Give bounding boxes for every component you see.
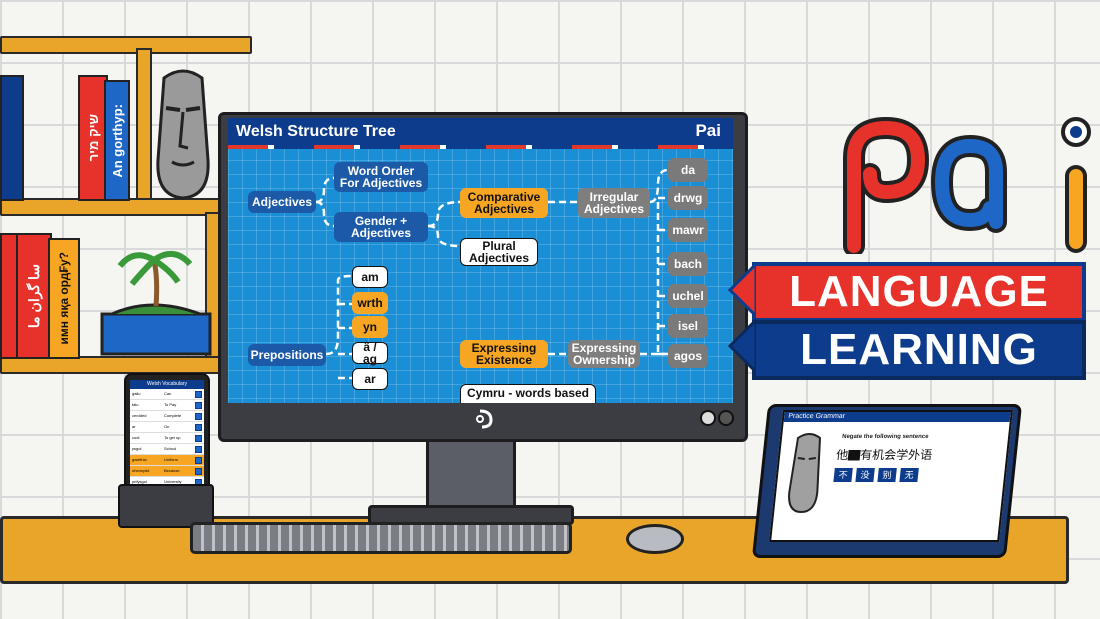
keyboard[interactable] <box>190 522 572 554</box>
preposition-chip[interactable]: ar <box>352 368 388 390</box>
monitor-logo-icon <box>476 409 493 429</box>
monitor-button[interactable] <box>718 410 734 426</box>
vocab-word: gweithio <box>132 457 147 462</box>
moai-statue-icon <box>156 69 210 200</box>
tablet-prompt: Negate the following sentence <box>841 434 929 440</box>
irregular-word-chip[interactable]: da <box>668 158 708 182</box>
checkbox-icon[interactable] <box>195 413 202 420</box>
tablet-screen: Practice Grammar Negate the following se… <box>769 410 1013 542</box>
logo-learning-banner: LEARNING <box>752 320 1086 380</box>
option-button[interactable]: 无 <box>899 468 919 482</box>
vocab-row[interactable]: cerdded Complete <box>130 411 204 422</box>
tablet-sentence: 他▇有机会学外语 <box>835 448 933 462</box>
book-cornish-title: An gorthyp: <box>109 103 125 178</box>
logo-learning-text: LEARNING <box>800 325 1038 374</box>
logo-language-banner: LANGUAGE <box>752 262 1086 322</box>
phone-title: Welsh Vocabulary <box>130 380 204 389</box>
node-irregular-adjectives[interactable]: Irregular Adjectives <box>578 188 650 218</box>
logo-language-text: LANGUAGE <box>789 267 1049 316</box>
node-plural-adjectives[interactable]: Plural Adjectives <box>460 238 538 266</box>
node-adjectives[interactable]: Adjectives <box>248 191 316 213</box>
vocab-word: oherwydd <box>132 468 150 473</box>
vocab-row[interactable]: oherwydd Because <box>130 466 204 477</box>
vocab-word: ar <box>132 424 136 429</box>
monitor-stand <box>426 436 516 514</box>
book-cornish: An gorthyp: <box>104 80 130 201</box>
vocab-row[interactable]: ysgol School <box>130 444 204 455</box>
preposition-chip[interactable]: yn <box>352 316 388 338</box>
checkbox-icon[interactable] <box>195 446 202 453</box>
node-gender-adjectives[interactable]: Gender + Adjectives <box>334 212 428 242</box>
moai-icon <box>788 433 822 514</box>
vocab-translation: Because <box>164 468 180 473</box>
node-cymru[interactable]: Cymru - words based <box>460 384 596 403</box>
preposition-chip[interactable]: wrth <box>352 292 388 314</box>
preposition-chip[interactable]: â / ag <box>352 341 388 365</box>
irregular-word-chip[interactable]: isel <box>668 314 708 338</box>
vocab-translation: University <box>164 479 182 484</box>
node-expressing-existence[interactable]: Expressing Existence <box>460 340 548 368</box>
pai-logo-icon <box>843 116 1091 254</box>
node-prepositions[interactable]: Prepositions <box>248 344 326 366</box>
irregular-word-chip[interactable]: drwg <box>668 186 708 210</box>
vocab-translation: Can <box>164 391 172 396</box>
screen-brand: Pai <box>695 121 721 140</box>
option-button[interactable]: 别 <box>877 468 897 482</box>
checkbox-icon[interactable] <box>195 457 202 464</box>
preposition-chip[interactable]: am <box>352 266 388 288</box>
node-comparative-adjectives[interactable]: Comparative Adjectives <box>460 188 548 218</box>
tablet-options: 不 没 别 无 <box>833 468 919 482</box>
irregular-word-chip[interactable]: uchel <box>668 284 708 308</box>
vocab-word: gallu <box>132 391 141 396</box>
monitor-button[interactable] <box>700 410 716 426</box>
phone-stand <box>118 484 214 528</box>
checkbox-icon[interactable] <box>195 468 202 475</box>
checkbox-icon[interactable] <box>195 424 202 431</box>
vocab-row[interactable]: gweithio Uniform <box>130 455 204 466</box>
option-button[interactable]: 不 <box>833 468 853 482</box>
vocab-translation: Uniform <box>164 457 179 462</box>
vocab-row[interactable]: talu To Pay <box>130 400 204 411</box>
vocab-row[interactable]: gallu Can <box>130 389 204 400</box>
vocab-translation: To Pay <box>164 402 177 407</box>
checkbox-icon[interactable] <box>195 402 202 409</box>
checkbox-icon[interactable] <box>195 391 202 398</box>
vocab-translation: To get up <box>164 435 181 440</box>
book-hebrew-title: שיק מיר <box>85 114 101 162</box>
book-cyrillic-title: имн яқа орд₣у? <box>57 252 71 345</box>
irregular-word-chip[interactable]: mawr <box>668 218 708 242</box>
option-button[interactable]: 没 <box>855 468 875 482</box>
tablet-title: Practice Grammar <box>787 413 846 420</box>
node-word-order[interactable]: Word Order For Adjectives <box>334 162 428 192</box>
banner-arrow-icon <box>727 262 756 372</box>
checkbox-icon[interactable] <box>195 435 202 442</box>
screen-title: Welsh Structure Tree <box>236 123 396 140</box>
vocab-row[interactable]: codi To get up <box>130 433 204 444</box>
irregular-word-chip[interactable]: agos <box>668 344 708 368</box>
vocab-word: codi <box>132 435 140 440</box>
book-persian-title: سا گران ما <box>26 263 42 329</box>
vocab-word: prifysgol <box>132 479 147 484</box>
node-expressing-ownership[interactable]: Expressing Ownership <box>568 340 640 368</box>
book-cyrillic: имн яқа орд₣у? <box>48 238 80 359</box>
vocab-translation: Complete <box>164 413 182 418</box>
tree-connectors <box>315 168 669 380</box>
tablet-title-bar: Practice Grammar <box>783 412 1011 422</box>
mouse[interactable] <box>626 524 684 554</box>
irregular-word-chip[interactable]: bach <box>668 252 708 276</box>
vocab-word: cerdded <box>132 413 147 418</box>
screen-title-bar: Welsh Structure Tree Pai <box>228 118 733 145</box>
vocab-translation: On <box>164 424 170 429</box>
book-persian: سا گران ما <box>16 233 52 359</box>
vocab-word: talu <box>132 402 139 407</box>
vocab-row[interactable]: ar On <box>130 422 204 433</box>
palm-tree-icon <box>100 251 212 356</box>
monitor-screen: Welsh Structure Tree Pai Adjectives Word… <box>228 118 733 403</box>
vocab-word: ysgol <box>132 446 142 451</box>
vocab-translation: School <box>164 446 177 451</box>
